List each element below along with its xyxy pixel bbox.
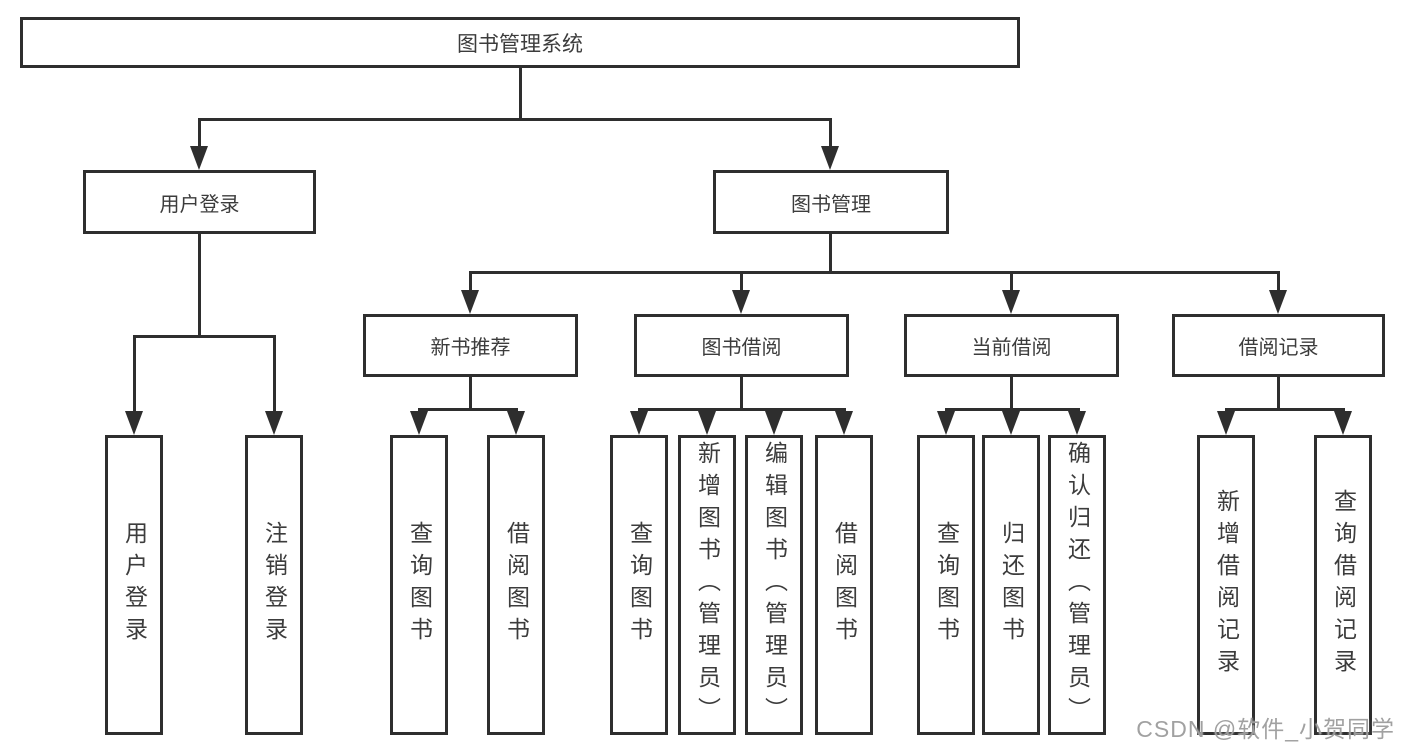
arrow-down-icon <box>461 290 479 314</box>
node-current-borrowing: 当前借阅 <box>904 314 1119 377</box>
connector-line <box>1010 271 1013 292</box>
leaf-query-borrow-record: 查询借阅记录 <box>1314 435 1372 735</box>
node-new-book-recommend: 新书推荐 <box>363 314 578 377</box>
connector-line <box>198 118 832 121</box>
node-book-management-label: 图书管理 <box>791 193 871 216</box>
node-book-borrowing: 图书借阅 <box>634 314 849 377</box>
connector-line <box>133 335 136 414</box>
connector-line <box>1225 408 1345 411</box>
leaf-label: 借阅图书 <box>831 521 858 649</box>
node-new-book-recommend-label: 新书推荐 <box>430 337 511 359</box>
arrow-down-icon <box>835 411 853 435</box>
leaf-borrow-books-2: 借阅图书 <box>815 435 873 735</box>
connector-line <box>519 68 522 118</box>
connector-line <box>829 234 832 274</box>
leaf-add-books-admin: 新增图书（管理员） <box>678 435 736 735</box>
arrow-down-icon <box>821 146 839 170</box>
leaf-user-login: 用户登录 <box>105 435 163 735</box>
leaf-logout: 注销登录 <box>245 435 303 735</box>
leaf-label: 查询借阅记录 <box>1330 489 1357 681</box>
arrow-down-icon <box>1002 411 1020 435</box>
leaf-label: 用户登录 <box>121 521 148 649</box>
leaf-label: 查询图书 <box>626 521 653 649</box>
node-book-management: 图书管理 <box>713 170 949 234</box>
leaf-edit-books-admin: 编辑图书（管理员） <box>745 435 803 735</box>
arrow-down-icon <box>698 411 716 435</box>
leaf-add-borrow-record: 新增借阅记录 <box>1197 435 1255 735</box>
node-root: 图书管理系统 <box>20 17 1020 68</box>
arrow-down-icon <box>507 411 525 435</box>
arrow-down-icon <box>410 411 428 435</box>
connector-line <box>740 377 743 411</box>
connector-line <box>133 335 276 338</box>
connector-line <box>1277 271 1280 292</box>
node-book-borrowing-label: 图书借阅 <box>701 337 782 359</box>
node-root-label: 图书管理系统 <box>457 32 583 56</box>
arrow-down-icon <box>732 290 750 314</box>
connector-line <box>198 234 201 338</box>
arrow-down-icon <box>1269 290 1287 314</box>
leaf-label: 确认归还（管理员） <box>1064 441 1091 729</box>
connector-line <box>469 271 472 292</box>
leaf-label: 新增借阅记录 <box>1213 489 1240 681</box>
leaf-label: 归还图书 <box>998 521 1025 649</box>
connector-line <box>469 271 1280 274</box>
node-user-login: 用户登录 <box>83 170 316 234</box>
node-borrowing-records: 借阅记录 <box>1172 314 1385 377</box>
leaf-confirm-return-admin: 确认归还（管理员） <box>1048 435 1106 735</box>
arrow-down-icon <box>190 146 208 170</box>
arrow-down-icon <box>937 411 955 435</box>
node-user-login-label: 用户登录 <box>159 193 240 216</box>
csdn-watermark: CSDN @软件_小贺同学 <box>1136 716 1395 742</box>
arrow-down-icon <box>630 411 648 435</box>
leaf-label: 查询图书 <box>933 521 960 649</box>
leaf-label: 编辑图书（管理员） <box>761 441 788 729</box>
arrow-down-icon <box>1002 290 1020 314</box>
connector-line <box>740 271 743 292</box>
leaf-borrow-books-1: 借阅图书 <box>487 435 545 735</box>
arrow-down-icon <box>125 411 143 435</box>
connector-line <box>198 118 201 148</box>
connector-line <box>1010 377 1013 411</box>
connector-line <box>273 335 276 414</box>
arrow-down-icon <box>265 411 283 435</box>
leaf-return-books: 归还图书 <box>982 435 1040 735</box>
leaf-query-books-1: 查询图书 <box>390 435 448 735</box>
leaf-label: 注销登录 <box>261 521 288 649</box>
connector-line <box>638 408 846 411</box>
arrow-down-icon <box>765 411 783 435</box>
connector-line <box>469 377 472 411</box>
leaf-query-books-2: 查询图书 <box>610 435 668 735</box>
node-borrowing-records-label: 借阅记录 <box>1238 337 1319 359</box>
leaf-query-books-3: 查询图书 <box>917 435 975 735</box>
connector-line <box>829 118 832 148</box>
leaf-label: 查询图书 <box>406 521 433 649</box>
leaf-label: 借阅图书 <box>503 521 530 649</box>
leaf-label: 新增图书（管理员） <box>694 441 721 729</box>
connector-line <box>1277 377 1280 411</box>
arrow-down-icon <box>1334 411 1352 435</box>
connector-line <box>418 408 518 411</box>
arrow-down-icon <box>1217 411 1235 435</box>
node-current-borrowing-label: 当前借阅 <box>971 337 1052 359</box>
arrow-down-icon <box>1068 411 1086 435</box>
